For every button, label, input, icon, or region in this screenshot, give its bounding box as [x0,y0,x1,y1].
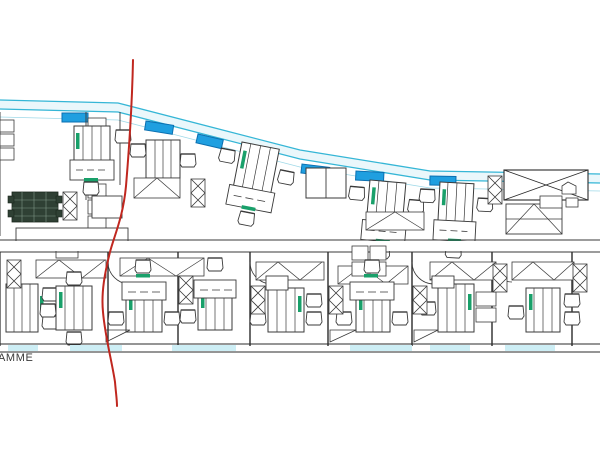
overhead-storage-right [365,211,425,231]
xbrace-upper-right [487,175,503,205]
desk-lower-f [335,259,409,333]
xbrace-lower-5 [412,285,428,315]
xbrace-lower-1 [6,259,22,289]
desk-left-strip [0,119,15,161]
desk-group-a [69,125,132,196]
table-upper-1 [305,167,347,199]
lower-office-zone [0,245,588,346]
desk-group-c [217,141,296,228]
xbrace-upper-mid [190,178,206,208]
xbrace-lower-4 [328,285,344,315]
xbrace-lower-6 [492,263,508,293]
dense-desk-cluster [7,191,63,223]
plan-title-label: AMME [0,352,34,364]
desk-group-e [418,181,494,259]
desk-lower-d [179,257,237,331]
desk-lower-b [39,271,93,346]
bottom-wall [0,343,600,353]
xbrace-lower-3 [250,285,266,315]
xbrace-lower-2 [178,275,194,305]
xbrace-upper-left [62,191,78,221]
desk-lower-h [507,287,581,333]
stair-shaft-block [503,169,589,235]
floor-zone-separator [0,239,600,253]
desk-lower-c [107,259,181,333]
red-curve [101,59,134,407]
desk-lower-e [249,275,323,333]
xbrace-lower-7 [572,263,588,293]
desk-group-b [129,139,197,194]
upper-office-zone [0,112,589,260]
overhead-storage-1 [133,177,181,199]
desk-lower-g [419,275,497,333]
table-upper-2 [91,195,123,219]
